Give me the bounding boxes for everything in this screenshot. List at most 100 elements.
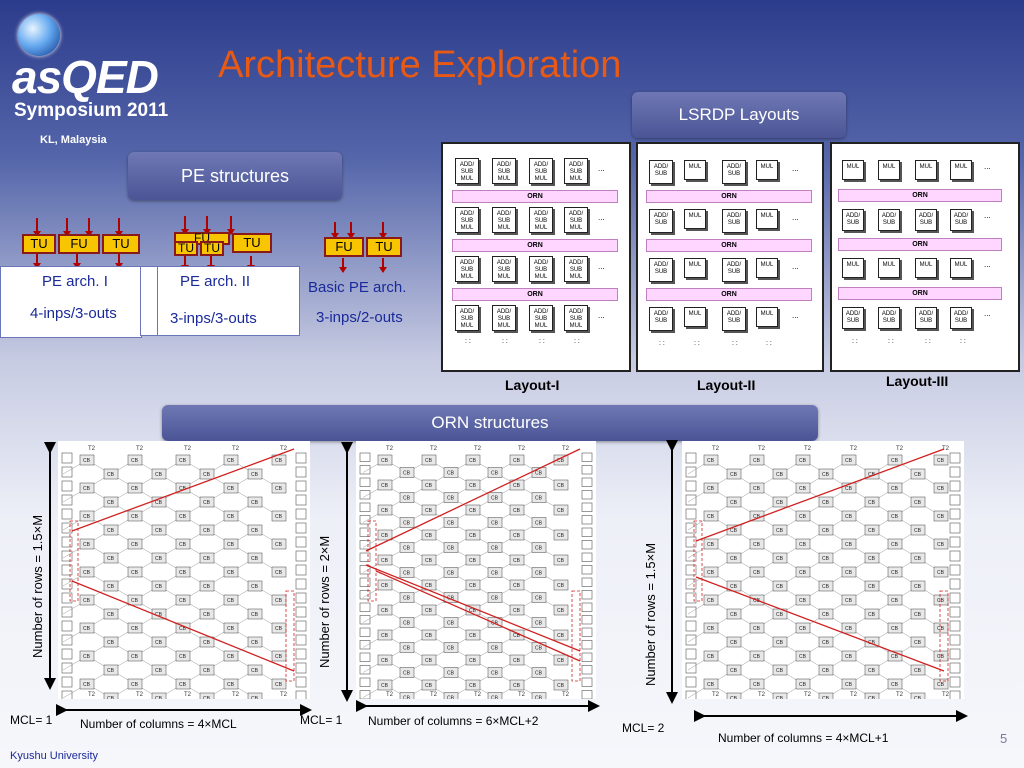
ellipsis-icon: : : — [502, 338, 508, 345]
port-label: T2 — [942, 692, 950, 698]
highlight-box — [571, 590, 581, 682]
cb-label: CB — [155, 612, 163, 618]
port-label: T2 — [88, 692, 96, 698]
input-arrow-icon — [115, 218, 123, 237]
cb-label: CB — [275, 514, 283, 520]
cb-box — [818, 608, 834, 620]
cb-box — [127, 510, 143, 522]
cb-label: CB — [535, 696, 543, 700]
pe-cell: ADD/ SUB — [722, 160, 746, 184]
cb-box — [247, 692, 263, 699]
port-label: T2 — [518, 446, 526, 452]
cb-label: CB — [227, 514, 235, 520]
pe-cell: ADD/ SUB — [649, 160, 673, 184]
cb-box — [199, 692, 215, 699]
orn-bar: ORN — [646, 239, 812, 252]
pe-arch-1-io: 4-inps/3-outs — [30, 305, 117, 322]
pe-cell: ADD/ SUB MUL — [529, 256, 553, 282]
cb-box — [703, 566, 719, 578]
orn-bar: ORN — [838, 189, 1002, 202]
cb-label: CB — [822, 472, 830, 478]
cb-label: CB — [753, 570, 761, 576]
cb-box — [818, 552, 834, 564]
cb-box — [247, 664, 263, 676]
cb-box — [79, 622, 95, 634]
cb-label: CB — [131, 458, 139, 464]
cb-label: CB — [107, 640, 115, 646]
cb-label: CB — [730, 556, 738, 562]
cb-box — [726, 664, 742, 676]
cb-label: CB — [403, 546, 411, 552]
cb-label: CB — [227, 542, 235, 548]
cb-label: CB — [227, 626, 235, 632]
cb-label: CB — [203, 472, 211, 478]
cb-label: CB — [535, 521, 543, 527]
cb-box — [223, 566, 239, 578]
pe-cell: ADD/ SUB MUL — [455, 256, 479, 282]
highlight-box — [285, 590, 295, 682]
cb-box — [175, 510, 191, 522]
pe-cell: ADD/ SUB — [722, 307, 746, 331]
port-label: T2 — [280, 446, 288, 452]
cb-label: CB — [845, 542, 853, 548]
cb-label: CB — [557, 683, 565, 689]
cb-label: CB — [381, 558, 389, 564]
cb-box — [79, 538, 95, 550]
port-box — [581, 502, 593, 512]
port-label: T2 — [386, 692, 394, 698]
output-arrow-icon — [379, 258, 387, 273]
cb-box — [79, 650, 95, 662]
cb-box — [399, 617, 415, 628]
orn-c-mcl: MCL= 2 — [622, 721, 665, 735]
cb-box — [818, 524, 834, 536]
cb-label: CB — [203, 696, 211, 699]
cb-box — [199, 608, 215, 620]
orn-b-mcl: MCL= 1 — [300, 713, 343, 727]
cb-label: CB — [730, 640, 738, 646]
cb-label: CB — [937, 682, 945, 688]
output-arrow-icon — [115, 254, 123, 269]
cb-box — [175, 678, 191, 690]
cb-box — [421, 604, 437, 616]
cb-label: CB — [403, 696, 411, 700]
cb-box — [103, 552, 119, 564]
cb-box — [509, 604, 525, 616]
port-box — [61, 578, 73, 590]
cb-box — [421, 654, 437, 666]
cb-box — [818, 664, 834, 676]
cb-label: CB — [275, 486, 283, 492]
cb-box — [887, 650, 903, 662]
port-box — [61, 620, 73, 632]
cb-label: CB — [83, 626, 91, 632]
cb-label: CB — [381, 633, 389, 639]
port-label: T2 — [942, 446, 950, 452]
cb-label: CB — [753, 654, 761, 660]
cb-box — [175, 622, 191, 634]
port-box — [61, 592, 73, 604]
cb-box — [933, 482, 949, 494]
cb-label: CB — [227, 598, 235, 604]
cb-box — [910, 580, 926, 592]
cb-box — [531, 517, 547, 528]
ellipsis-icon: : : — [852, 338, 858, 345]
cb-label: CB — [179, 542, 187, 548]
port-box — [61, 662, 73, 674]
cb-label: CB — [937, 486, 945, 492]
cb-box — [910, 468, 926, 480]
cb-label: CB — [937, 626, 945, 632]
pe-arch-2-box — [140, 266, 300, 336]
cb-box — [749, 566, 765, 578]
pe-cell: MUL — [842, 160, 864, 180]
cb-label: CB — [707, 598, 715, 604]
port-box — [61, 536, 73, 548]
pe-cell: ADD/ SUB — [950, 209, 972, 231]
cb-box — [199, 636, 215, 648]
cb-box — [399, 467, 415, 478]
cb-box — [377, 504, 393, 516]
page-number: 5 — [1000, 731, 1008, 746]
cb-label: CB — [776, 556, 784, 562]
port-box — [61, 522, 73, 534]
cb-box — [443, 517, 459, 528]
cb-box — [772, 580, 788, 592]
